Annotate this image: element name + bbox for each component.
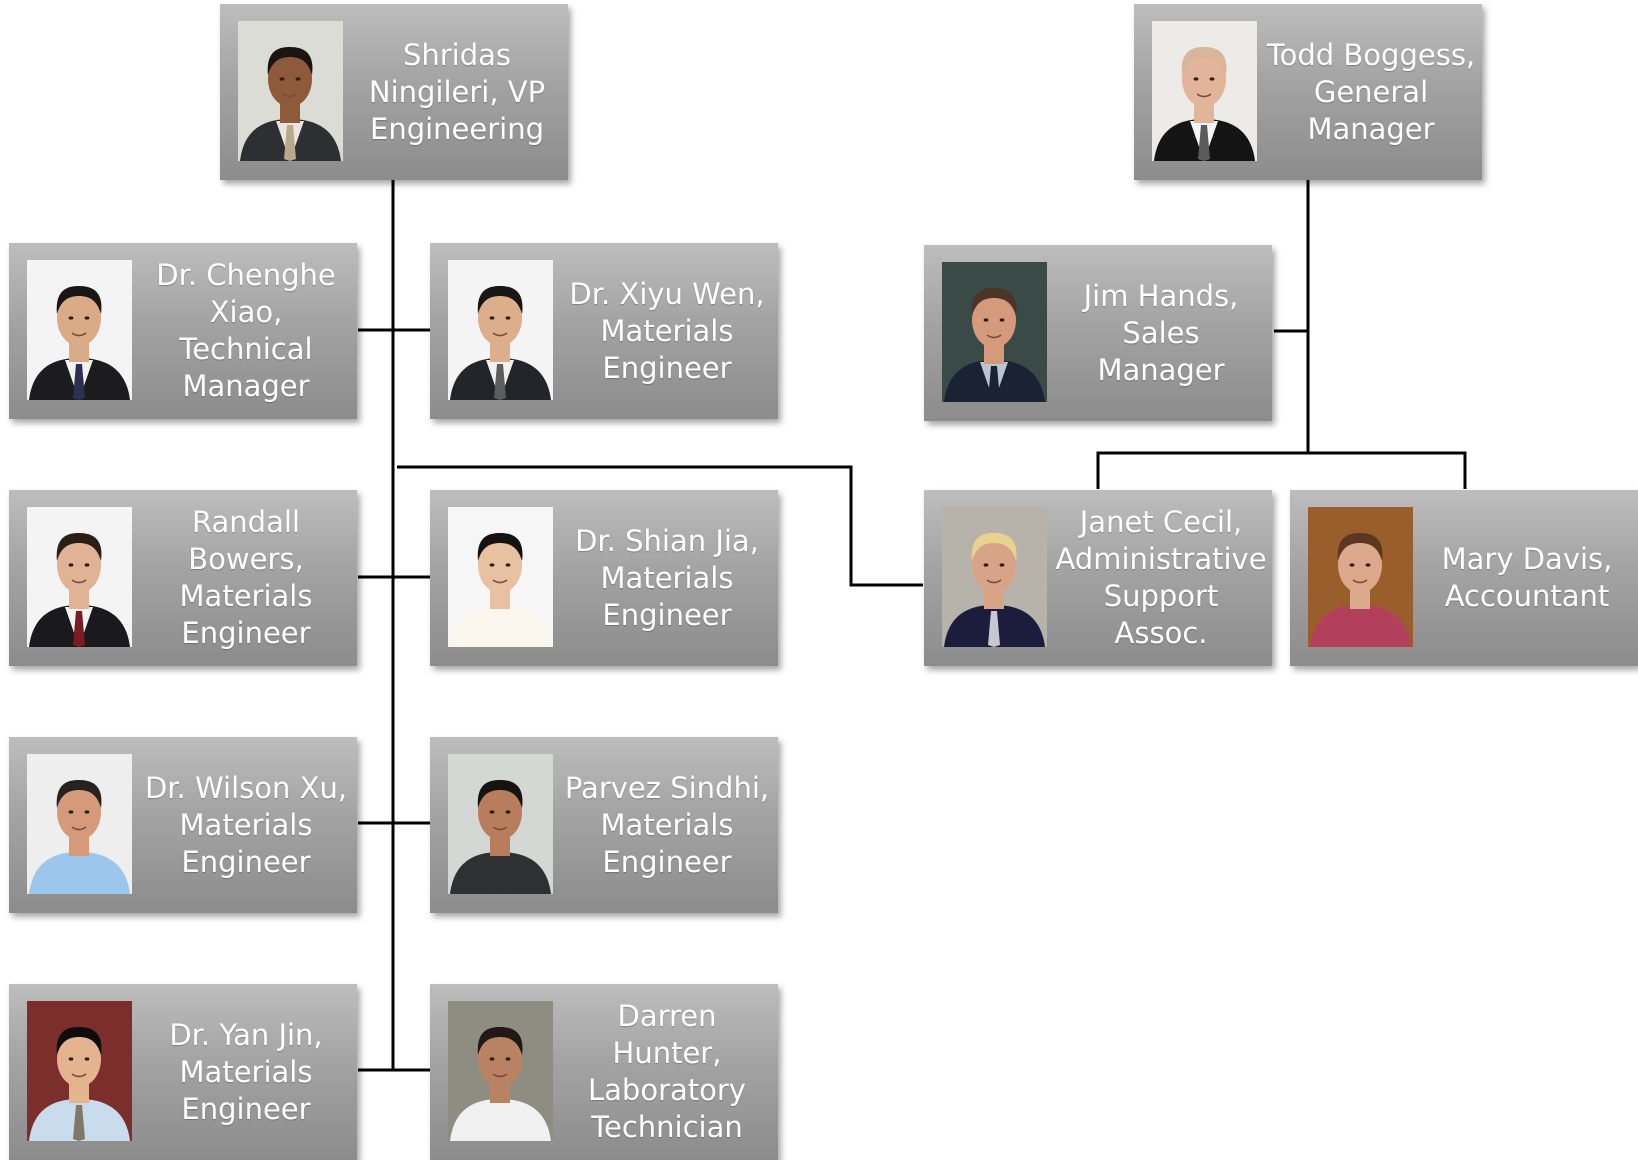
photo-hunter	[448, 1001, 553, 1141]
name-xu: Dr. Wilson Xu, Materials Engineer	[144, 770, 348, 879]
portrait-graphic	[27, 1001, 132, 1141]
portrait-graphic	[27, 260, 132, 400]
name-xiao: Dr. Chenghe Xiao, Technical Manager	[156, 258, 336, 403]
name-hands: Jim Hands, Sales Manager	[1083, 278, 1239, 387]
name-ningileri: Shridas Ningileri, VP Engineering	[368, 37, 546, 146]
card-boggess: Todd Boggess, General Manager	[1134, 4, 1482, 180]
portrait-graphic	[942, 262, 1047, 402]
portrait-graphic	[238, 21, 343, 161]
card-wen: Dr. Xiyu Wen, Materials Engineer	[430, 243, 778, 419]
photo-jia	[448, 507, 553, 647]
name-hunter: Darren Hunter, Laboratory Technician	[588, 999, 746, 1144]
card-ningileri: Shridas Ningileri, VP Engineering	[220, 4, 568, 180]
name-jia: Dr. Shian Jia, Materials Engineer	[575, 523, 759, 632]
portrait-graphic	[942, 507, 1047, 647]
card-jin: Dr. Yan Jin, Materials Engineer	[9, 984, 357, 1160]
photo-jin	[27, 1001, 132, 1141]
portrait-graphic	[448, 1001, 553, 1141]
portrait-graphic	[1152, 21, 1257, 161]
portrait-graphic	[448, 507, 553, 647]
name-sindhi: Parvez Sindhi, Materials Engineer	[564, 770, 770, 879]
card-hands: Jim Hands, Sales Manager	[924, 245, 1272, 421]
name-jin: Dr. Yan Jin, Materials Engineer	[169, 1017, 323, 1126]
card-cecil: Janet Cecil, Administrative Support Asso…	[924, 490, 1272, 666]
photo-xu	[27, 754, 132, 894]
name-wen: Dr. Xiyu Wen, Materials Engineer	[569, 276, 765, 385]
photo-sindhi	[448, 754, 553, 894]
photo-davis	[1308, 507, 1413, 647]
portrait-graphic	[448, 754, 553, 894]
portrait-graphic	[27, 754, 132, 894]
portrait-graphic	[1308, 507, 1413, 647]
portrait-graphic	[448, 260, 553, 400]
card-bowers: Randall Bowers, Materials Engineer	[9, 490, 357, 666]
portrait-graphic	[27, 507, 132, 647]
photo-cecil	[942, 507, 1047, 647]
card-jia: Dr. Shian Jia, Materials Engineer	[430, 490, 778, 666]
photo-ningileri	[238, 21, 343, 161]
photo-boggess	[1152, 21, 1257, 161]
photo-bowers	[27, 507, 132, 647]
photo-xiao	[27, 260, 132, 400]
name-bowers: Randall Bowers, Materials Engineer	[179, 505, 313, 650]
card-xu: Dr. Wilson Xu, Materials Engineer	[9, 737, 357, 913]
photo-hands	[942, 262, 1047, 402]
card-davis: Mary Davis, Accountant	[1290, 490, 1638, 666]
card-xiao: Dr. Chenghe Xiao, Technical Manager	[9, 243, 357, 419]
name-davis: Mary Davis, Accountant	[1441, 542, 1613, 613]
name-cecil: Janet Cecil, Administrative Support Asso…	[1055, 505, 1267, 650]
card-hunter: Darren Hunter, Laboratory Technician	[430, 984, 778, 1160]
name-boggess: Todd Boggess, General Manager	[1266, 37, 1476, 146]
photo-wen	[448, 260, 553, 400]
card-sindhi: Parvez Sindhi, Materials Engineer	[430, 737, 778, 913]
branch-admin-accounting	[1096, 451, 1467, 489]
